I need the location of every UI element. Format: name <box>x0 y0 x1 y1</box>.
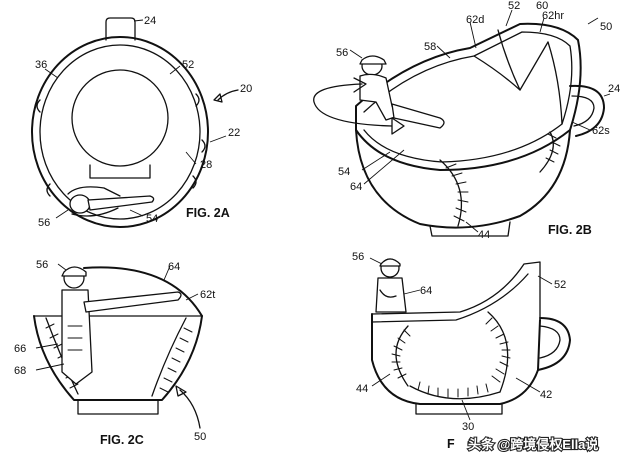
ref-56: 56 <box>336 47 348 59</box>
ref-64: 64 <box>350 181 362 193</box>
ref-62t: 62t <box>200 289 215 301</box>
ref-20: 20 <box>240 83 252 95</box>
ref-50: 50 <box>194 431 206 443</box>
figure-caption: FIG. 2B <box>548 223 592 237</box>
ref-64: 64 <box>420 285 432 297</box>
ref-52: 52 <box>508 0 520 12</box>
ref-56: 56 <box>352 251 364 263</box>
ref-54: 54 <box>338 166 350 178</box>
ref-62d: 62d <box>466 14 484 26</box>
ref-64: 64 <box>168 261 180 273</box>
ref-66: 66 <box>14 343 26 355</box>
watermark-text: 头条 @跨境侵权Ella说 <box>468 437 598 452</box>
watermark-outline: 头条 @跨境侵权Ella说 <box>468 437 598 452</box>
figure-caption-partial: F <box>447 437 455 451</box>
ref-24: 24 <box>608 83 620 95</box>
figure-2b: 62d 52 60 62hr 50 56 58 24 62s 54 64 44 … <box>313 0 620 241</box>
figure-caption: FIG. 2A <box>186 206 230 220</box>
ref-30: 30 <box>462 421 474 433</box>
figure-caption: FIG. 2C <box>100 433 144 447</box>
ref-56: 56 <box>36 259 48 271</box>
figure-2a: 24 36 52 20 22 28 56 54 FIG. 2A <box>31 15 252 229</box>
ref-28: 28 <box>200 159 212 171</box>
figure-2d: 56 64 52 44 42 30 F <box>352 251 571 451</box>
ref-62hr: 62hr <box>542 10 564 22</box>
ref-60: 60 <box>536 0 548 12</box>
watermark: 头条 @跨境侵权Ella说 头条 @跨境侵权Ella说 <box>467 436 600 453</box>
ref-52: 52 <box>182 59 194 71</box>
ref-42: 42 <box>540 389 552 401</box>
ref-44: 44 <box>356 383 368 395</box>
ref-56: 56 <box>38 217 50 229</box>
ref-44: 44 <box>478 229 490 241</box>
ref-24: 24 <box>144 15 156 27</box>
ref-52: 52 <box>554 279 566 291</box>
ref-58: 58 <box>424 41 436 53</box>
ref-68: 68 <box>14 365 26 377</box>
ref-54: 54 <box>146 213 158 225</box>
figure-2c: 56 64 62t 66 68 50 FIG. 2C <box>14 259 215 447</box>
ref-62s: 62s <box>592 125 610 137</box>
ref-36: 36 <box>35 59 47 71</box>
ref-22: 22 <box>228 127 240 139</box>
ref-50: 50 <box>600 21 612 33</box>
